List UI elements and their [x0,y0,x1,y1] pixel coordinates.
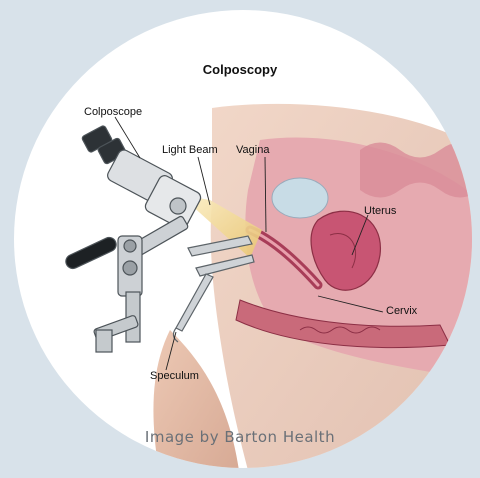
image-credit: Image by Barton Health [0,428,480,446]
label-uterus: Uterus [364,205,396,217]
label-colposcope: Colposcope [84,106,142,118]
label-speculum: Speculum [150,370,199,382]
label-cervix: Cervix [386,305,417,317]
label-vagina: Vagina [236,144,269,156]
label-light-beam: Light Beam [162,144,218,156]
diagram-title: Colposcopy [0,62,480,77]
bladder-shape [272,178,328,218]
